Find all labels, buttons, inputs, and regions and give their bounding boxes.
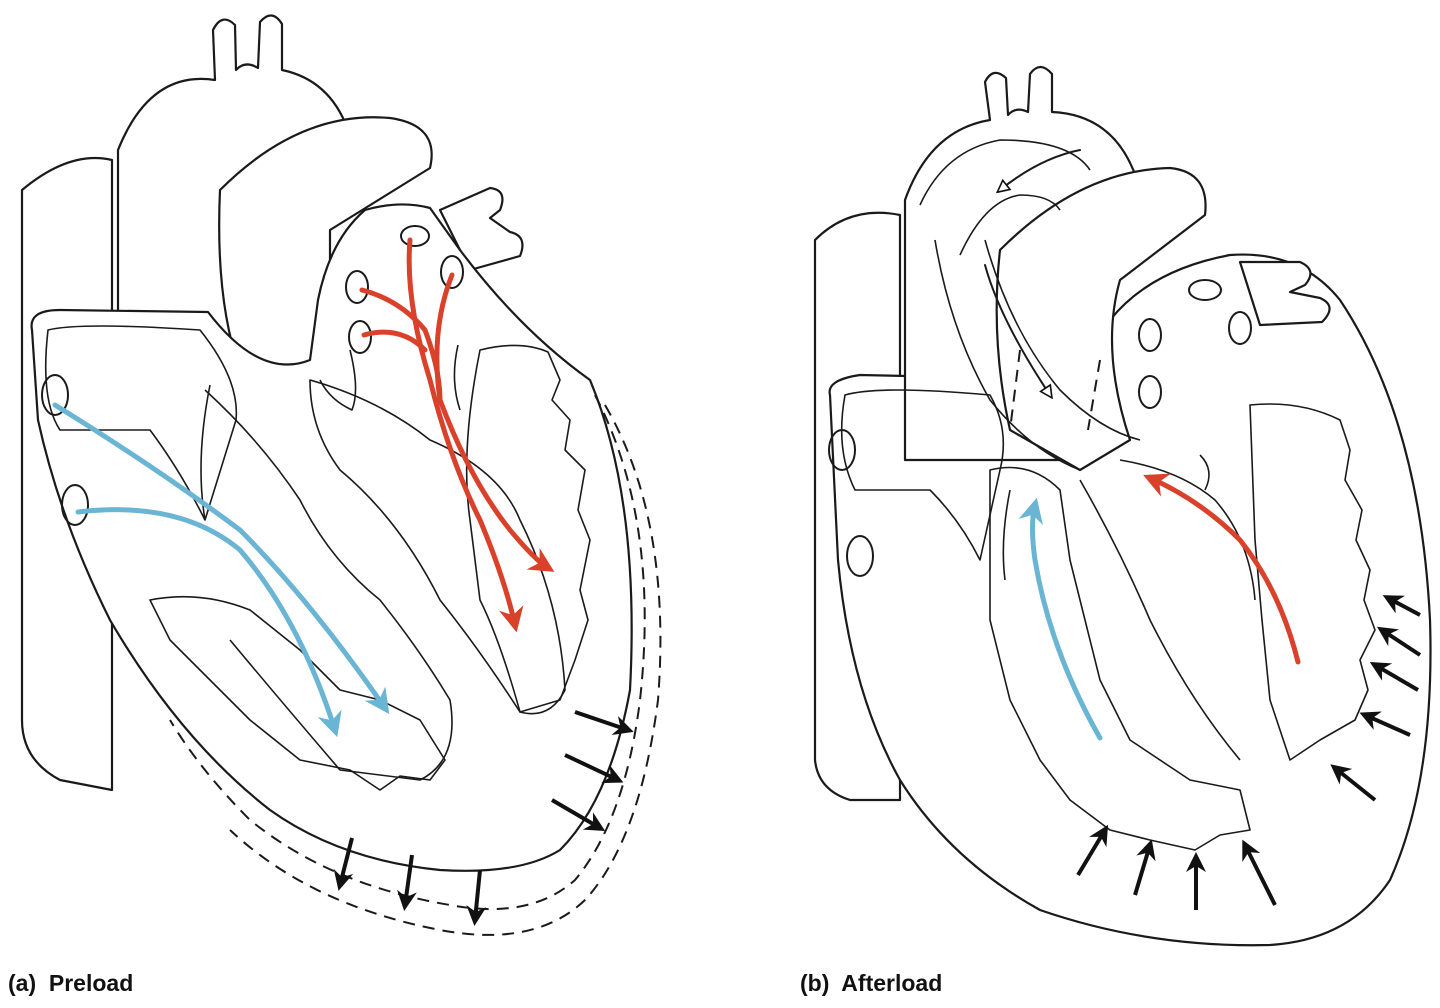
heart-body-a	[30, 203, 633, 872]
afterload-heart	[813, 65, 1432, 947]
vein-opening	[828, 429, 856, 471]
wall-contraction-arrows	[1076, 595, 1422, 910]
vein-opening	[1188, 279, 1222, 301]
aortic-flow-arrow	[984, 264, 1050, 395]
stretched-wall-outline	[169, 394, 646, 911]
vein-opening	[1228, 311, 1252, 345]
vein-opening	[348, 320, 372, 354]
oxygenated-flow-arrow	[434, 272, 555, 572]
vein-opening	[1138, 375, 1162, 409]
deoxygenated-flow-arrow	[1018, 497, 1103, 741]
vein-opening	[345, 270, 369, 304]
pulmonary-veins-b	[1238, 260, 1331, 327]
preload-heart	[20, 14, 662, 936]
vein-opening	[41, 374, 69, 416]
aortic-flow-arrow	[1000, 149, 1081, 190]
vein-opening	[400, 225, 430, 247]
oxygenated-flow-arrow	[406, 237, 524, 633]
left-ventricle-cavity-b	[1249, 403, 1376, 761]
deoxygenated-flow-arrow	[75, 507, 342, 738]
vein-opening	[846, 535, 874, 577]
vein-opening	[61, 484, 89, 526]
vein-opening	[440, 255, 464, 289]
pulmonary-trunk-a	[218, 116, 433, 372]
panel-label-preload: (a) Preload	[8, 970, 134, 996]
wall-stretch-arrows	[333, 710, 634, 926]
vein-opening	[1138, 318, 1162, 352]
oxygenated-flow-arrow	[1143, 473, 1301, 665]
left-ventricle-cavity-a	[465, 344, 591, 713]
right-ventricle-cavity-b	[989, 466, 1251, 851]
right-ventricle-cavity-a	[149, 595, 446, 791]
deoxygenated-flow-arrow	[52, 402, 390, 715]
panel-label-afterload: (b) Afterload	[800, 970, 943, 996]
